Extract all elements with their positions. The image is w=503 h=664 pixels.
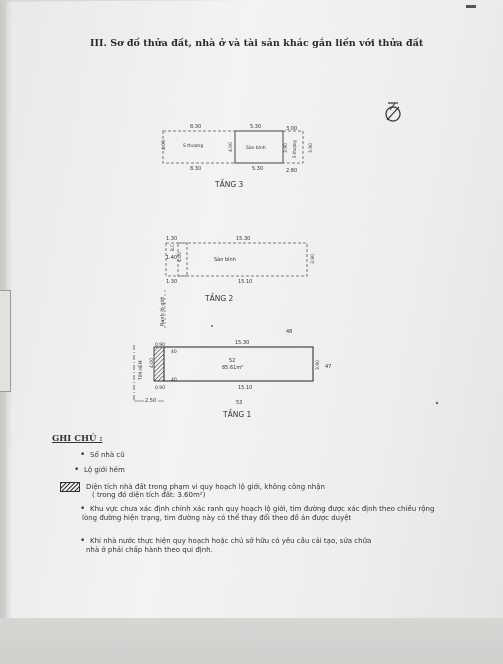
- floor3-terrace-right: [282, 130, 304, 164]
- floor1-dim-left-offset: 2.50: [145, 398, 156, 404]
- floor3-room-right: S thượng: [292, 140, 297, 158]
- floor2-dim-mid-left: 1.40: [166, 255, 177, 261]
- hatch-swatch-icon: [60, 482, 80, 492]
- floor2-main-room: [177, 242, 308, 277]
- floor3-room-left: S thượng: [183, 143, 203, 149]
- floor1-lot: [163, 346, 314, 382]
- section-title: III. Sơ đồ thửa đất, nhà ở và tài sản kh…: [90, 38, 424, 49]
- floor3-dim-top-right: 3.00: [286, 126, 297, 132]
- floor3-dim-side-r2: 3.90: [308, 143, 314, 153]
- floor2-label: TẦNG 2: [204, 293, 234, 303]
- floor2-dim-side-right: 3.90: [310, 254, 316, 264]
- floor1-dim-bottom: 15.10: [238, 385, 252, 391]
- floor1-corner-bottom: 40: [171, 377, 177, 383]
- floor3-dim-top-mid: 5.30: [250, 124, 261, 130]
- neighbor-bottom: 53: [236, 400, 242, 406]
- lot-number: 52: [229, 358, 235, 364]
- floor1-plan: 0.90 15.30 15.10 0.90 2.50 4.00 3.90 40 …: [133, 325, 439, 419]
- floor1-dim-side-left: 4.00: [149, 358, 155, 368]
- floor2-dim-top-left: 1.30: [166, 236, 177, 242]
- floor2-room: Sàn bình: [214, 256, 236, 263]
- floor3-dim-bottom-mid: 5.30: [252, 166, 263, 172]
- floor1-dim-bottom-left: 0.90: [155, 385, 165, 391]
- bullet-icon: •: [74, 465, 80, 475]
- floor2-dim-side-left: 4.00: [177, 252, 183, 262]
- legend-item-state: •Khi nhà nước thực hiện quy hoạch hoặc c…: [80, 536, 372, 546]
- bullet-icon: •: [80, 536, 86, 546]
- floor3-dim-bottom-right: 2.80: [286, 168, 297, 174]
- legend-item-boundary: •Khu vực chưa xác định chính xác ranh qu…: [80, 504, 435, 514]
- floor3-dim-bottom-left: 8.30: [190, 166, 201, 172]
- legend-item-hatch-note: ( trong đó diện tích đất: 3.60m²): [92, 491, 206, 499]
- boundary-label: Ranh lộ giới: [159, 297, 166, 326]
- floor1-dim-side-right: 3.90: [315, 360, 321, 370]
- neighbor-top: 48: [286, 329, 292, 335]
- floor1-label: TẦNG 1: [222, 409, 252, 419]
- floor3-dim-top-left: 8.30: [190, 124, 201, 130]
- legend-heading: GHI CHÚ :: [52, 434, 103, 444]
- page-bottom-fold: [0, 618, 503, 664]
- setback-hatch: [153, 346, 165, 382]
- floor2-plan: 1.30 15.30 1.40 15.10 1.30 4.00 3.90 B.C…: [159, 236, 316, 330]
- legend-item-old-number: •Số nhà cũ: [80, 450, 125, 460]
- legend-item-alley: •Lộ giới hẻm: [74, 465, 125, 475]
- legend: GHI CHÚ : •Số nhà cũ •Lộ giới hẻm Diện t…: [52, 434, 452, 554]
- floor1-corner-top: 40: [171, 349, 177, 355]
- floor3-plan: 8.30 5.30 3.00 8.30 5.30 2.80 4.00 4.00 …: [161, 124, 314, 189]
- floor3-dim-side-mid: 4.00: [228, 142, 234, 152]
- floor2-balcony-label: B.C: [170, 244, 175, 251]
- floor3-room-mid: Sàn bình: [246, 144, 266, 151]
- floor3-dim-side-r1: 3.90: [283, 143, 289, 153]
- floor1-dim-top-left: 0.90: [155, 342, 165, 348]
- binder-tab: [0, 290, 11, 392]
- lot-area: 85.61m²: [222, 365, 243, 371]
- legend-item-state-2: nhà ở phải chấp hành theo qui định.: [86, 546, 213, 554]
- legend-item-hatch: Diện tích nhà đất trong phạm vi quy hoạc…: [60, 482, 325, 492]
- north-arrow-icon: [385, 102, 401, 122]
- floor2-balcony: [165, 242, 188, 277]
- floor3-dim-side-left: 4.00: [161, 140, 167, 150]
- corner-mark: [466, 5, 476, 8]
- floor2-dim-bottom-left: 1.30: [166, 279, 177, 285]
- legend-item-boundary-2: lòng đường hiện trạng, tim đường này có …: [82, 514, 352, 522]
- floor3-label: TẦNG 3: [214, 179, 244, 189]
- floor2-dim-bottom: 15.10: [238, 279, 252, 285]
- floor2-dim-top: 15.30: [236, 236, 250, 242]
- floor1-dim-top: 15.30: [235, 340, 249, 346]
- neighbor-right: 47: [325, 364, 331, 370]
- bullet-icon: •: [80, 450, 86, 460]
- street-label: TIM HẺM: [136, 360, 144, 381]
- bullet-icon: •: [80, 504, 86, 514]
